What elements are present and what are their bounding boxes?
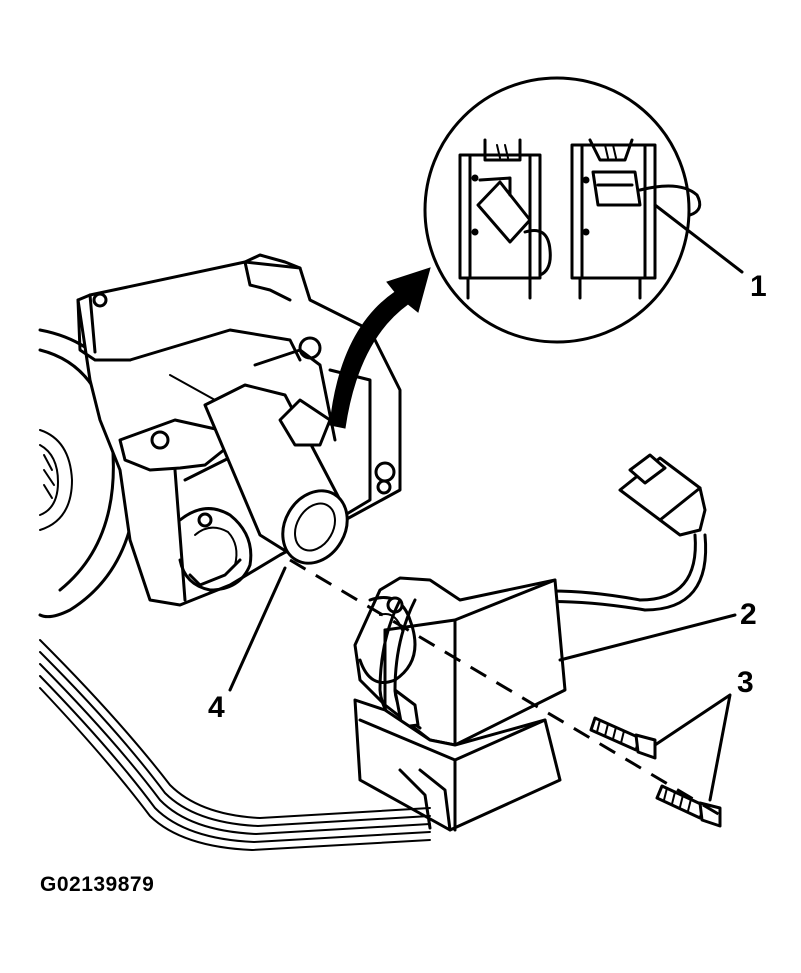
figure-id: G02139879 — [40, 873, 155, 896]
screw-upper — [589, 716, 657, 760]
leader-line-2 — [558, 613, 737, 662]
callout-1: 1 — [750, 270, 767, 303]
callout-3: 3 — [737, 666, 754, 699]
callout-4: 4 — [208, 691, 225, 724]
curved-arrow — [329, 267, 431, 429]
leader-line-4 — [228, 566, 287, 692]
connector-plug — [618, 453, 708, 612]
ribbon-cable — [39, 639, 431, 851]
alignment-line — [289, 558, 721, 817]
inset-detail — [423, 76, 744, 344]
callout-2: 2 — [740, 598, 757, 631]
leader-line-3 — [653, 693, 732, 802]
switch-barrel — [169, 348, 349, 565]
